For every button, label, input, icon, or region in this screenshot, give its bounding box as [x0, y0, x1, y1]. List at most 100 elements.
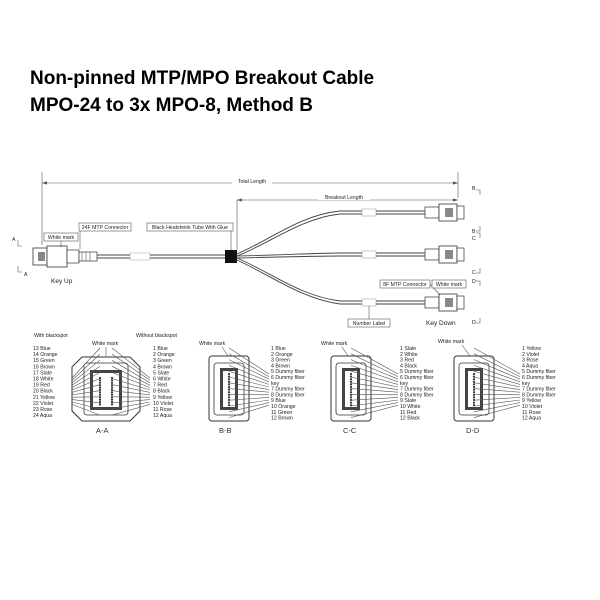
dd-pin-9: 8 Dummy fiber [522, 392, 556, 398]
bb-leader-4 [228, 365, 270, 383]
aa-right-pin-8: 8 Black [153, 389, 170, 395]
bb-pin-2: 2 Orange [271, 352, 293, 358]
aa-right-leader-11 [111, 401, 151, 410]
bb-fiber-9 [227, 393, 231, 396]
bb-fiber-10 [227, 396, 231, 399]
bb-leader-12 [228, 402, 270, 413]
aa-fiber-a-3 [98, 381, 102, 384]
dd-pin-6: 6 Dummy fiber [522, 375, 556, 381]
aa-fiber-a-2 [98, 379, 102, 382]
cut-letter-a1: A [12, 237, 16, 243]
connector-24f [32, 245, 98, 268]
aa-fiber-b-5 [110, 386, 114, 389]
aa-right-pin-7: 7 Red [153, 383, 167, 389]
bb-pin-12: 11 Green [271, 410, 292, 416]
dd-fiber-8 [472, 391, 476, 394]
bb-pin-6: 6 Dummy fiber [271, 375, 305, 381]
aa-right-pin-9: 9 Yellow [153, 395, 172, 401]
aa-left-pin-12: 24 Aqua [33, 413, 52, 419]
dd-leader-11 [473, 399, 521, 407]
cc-leader-2 [350, 353, 399, 377]
aa-right-leader-12 [111, 404, 151, 416]
cc-pin-12: 11 Red [400, 410, 416, 416]
aa-fiber-a-9 [98, 396, 102, 399]
cut-letter-d1: D [472, 279, 476, 285]
aa-right-pin-2: 2 Orange [153, 352, 175, 358]
dd-leader-4 [473, 365, 521, 383]
dd-pin-2: 2 Violet [522, 352, 540, 358]
cc-fiber-9 [349, 393, 353, 396]
cc-fiber-10 [349, 396, 353, 399]
aa-right-pin-12: 12 Aqua [153, 413, 172, 419]
total-length-label: Total Length [238, 179, 266, 185]
connector-8f-label: 8F MTP Connector [383, 282, 427, 288]
cc-pin-6: 6 Dummy fiber [400, 375, 434, 381]
bb-pin-13: 12 Brown [271, 416, 293, 422]
dd-leader-10 [473, 397, 521, 401]
dd-fiber-3 [472, 378, 476, 381]
aa-fiber-a-4 [98, 384, 102, 387]
cc-pin-8: 7 Dummy fiber [400, 387, 434, 393]
aa-section-name: A-A [96, 426, 109, 435]
cc-pin-5: 5 Dummy fiber [400, 369, 434, 375]
aa-fiber-b-10 [110, 398, 114, 401]
number-label-label: Number Label [353, 321, 386, 327]
aa-white-mark-label: White mark [92, 341, 119, 347]
section-aa: With blackspot Without blackspot White m… [33, 333, 178, 435]
dd-fiber-1 [472, 372, 476, 376]
aa-right-leader-10 [111, 399, 151, 404]
bb-pin-8: 7 Dummy fiber [271, 387, 305, 393]
cc-fiber-6 [349, 385, 353, 389]
breakout-length-label: Breakout Length [325, 195, 363, 201]
bb-fiber-1 [227, 372, 231, 376]
aa-right-pin-1: 1 Blue [153, 346, 168, 352]
aa-left-leader-6 [71, 378, 101, 391]
cc-leader-1 [350, 347, 399, 375]
dd-pin-10: 9 Yellow [522, 398, 541, 404]
heatshrink-tube [225, 250, 237, 263]
cc-pin-10: 9 Slate [400, 398, 416, 404]
aa-right-pin-4: 4 Brown [153, 364, 172, 370]
aa-left-leader-3 [71, 359, 101, 384]
bb-fiber-7 [227, 388, 231, 391]
bb-pin-10: 9 Blue [271, 398, 286, 404]
heatshrink-label: Black Heatshrink Tube With Glue [152, 225, 228, 231]
cc-leader-13 [350, 404, 399, 418]
dd-pin-3: 3 Rose [522, 358, 539, 364]
bb-leader-13 [228, 404, 270, 418]
cc-fiber-5 [349, 383, 353, 386]
aa-left-leader-8 [71, 390, 101, 396]
dd-section-name: D-D [466, 426, 480, 435]
bb-pin-7: key [271, 381, 279, 387]
aa-left-pin-9: 21 Yellow [33, 395, 55, 401]
aa-fiber-b-7 [110, 391, 114, 394]
bb-leader-10 [228, 397, 270, 401]
dd-fiber-7 [472, 388, 476, 391]
connector-8f-d [424, 293, 465, 312]
cc-fiber-8 [349, 391, 353, 394]
aa-left-pin-1: 13 Blue [33, 346, 51, 352]
aa-left-pin-2: 14 Orange [33, 352, 58, 358]
cc-leader-6 [350, 376, 399, 388]
aa-right-leader-7 [111, 384, 151, 393]
dd-leader-8 [473, 388, 521, 393]
dd-leader-2 [473, 353, 521, 377]
dd-leader-13 [473, 404, 521, 418]
bb-pin-11: 10 Orange [271, 404, 296, 410]
aa-left-pin-11: 23 Rose [33, 407, 52, 413]
bb-leader-8 [228, 388, 270, 393]
aa-left-pin-7: 19 Red [33, 383, 50, 389]
connector-8f-c [424, 245, 465, 264]
bb-pin-5: 5 Dummy fiber [271, 369, 305, 375]
bb-leader-5 [228, 370, 270, 385]
aa-right-leader-8 [111, 390, 151, 396]
cc-leader-11 [350, 399, 399, 407]
bb-leader-6 [228, 376, 270, 388]
cc-fiber-4 [349, 380, 353, 383]
aa-fiber-a-12 [98, 403, 102, 406]
aa-right-pin-6: 6 White [153, 377, 171, 383]
bb-fiber-5 [227, 383, 231, 386]
dd-leader-5 [473, 370, 521, 385]
